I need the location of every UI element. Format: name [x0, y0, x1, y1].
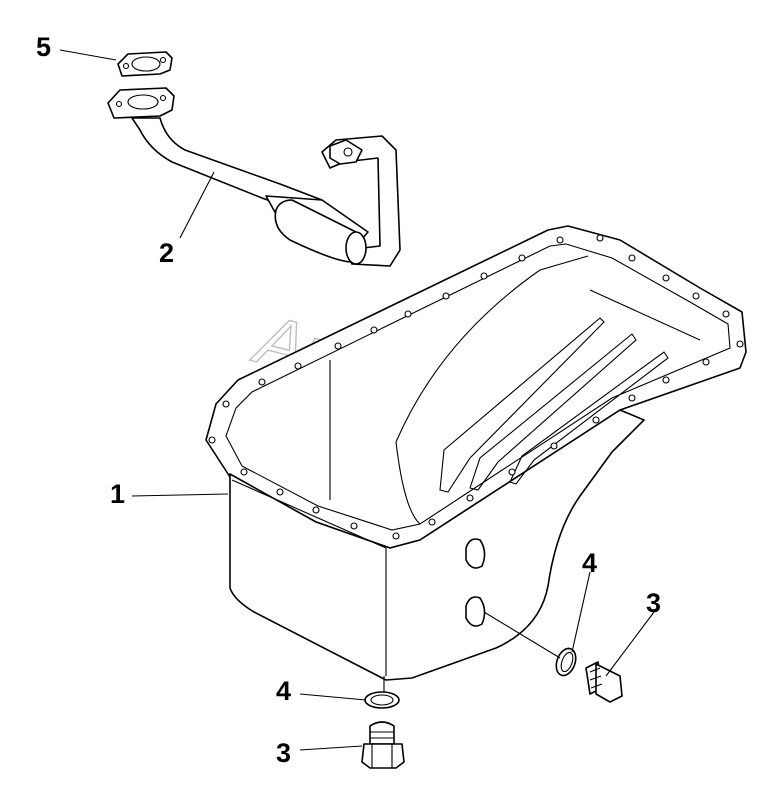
callout-3-bottom: 3: [276, 738, 291, 768]
part-4-washer-bottom: [364, 691, 400, 709]
part-3-plug-side: [585, 661, 623, 703]
part-1-oil-pan: [205, 225, 747, 681]
part-3-plug-bottom: [361, 721, 405, 769]
callout-5: 5: [36, 32, 51, 62]
callout-4-side: 4: [582, 548, 597, 578]
part-4-washer-side: [555, 647, 577, 677]
part-2-intake-pipe: [107, 87, 401, 267]
leader-lines: [59, 49, 655, 751]
callout-4-bottom: 4: [276, 676, 291, 706]
callout-3-side: 3: [646, 588, 661, 618]
part-5-gasket: [117, 51, 173, 77]
callout-1: 1: [110, 479, 125, 509]
callout-2: 2: [159, 238, 174, 268]
